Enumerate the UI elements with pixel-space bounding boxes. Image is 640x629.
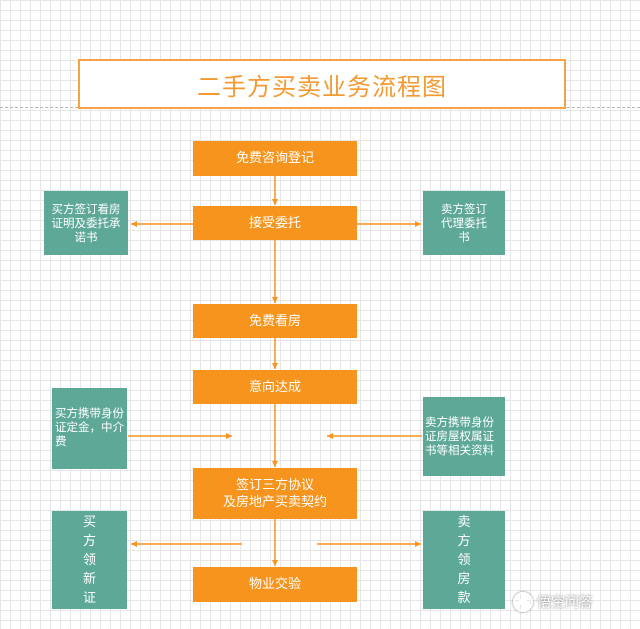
- buyer-bring-note: 买方携带身份证定金，中介费: [52, 388, 127, 469]
- seller-bring-note: 卖方携带身份证房屋权属证书等相关资料: [423, 397, 505, 476]
- watermark-text: 悟空问答: [537, 595, 593, 611]
- buyer-cert-note: 买方领新证: [52, 511, 127, 609]
- seller-pay-text: 卖方领房款: [457, 514, 471, 606]
- watermark: 悟空问答: [513, 592, 593, 612]
- step-accept-box: 接受委托: [193, 206, 357, 240]
- seller-sign-note: 卖方签订代理委托书: [423, 191, 505, 255]
- step-contract-box: 签订三方协议 及房地产买卖契约: [193, 468, 357, 519]
- diagram-title: 二手方买卖业务流程图: [78, 59, 566, 109]
- step-intent-box: 意向达成: [193, 370, 357, 404]
- buyer-cert-text: 买方领新证: [82, 514, 96, 606]
- step-viewing-box: 免费看房: [193, 304, 357, 338]
- chat-bubble-icon: [513, 592, 533, 612]
- seller-pay-note: 卖方领房款: [423, 511, 505, 609]
- buyer-sign-note: 买方签订看房证明及委托承诺书: [44, 191, 128, 255]
- step-consult-box: 免费咨询登记: [193, 141, 357, 176]
- step-handover-box: 物业交验: [193, 567, 357, 602]
